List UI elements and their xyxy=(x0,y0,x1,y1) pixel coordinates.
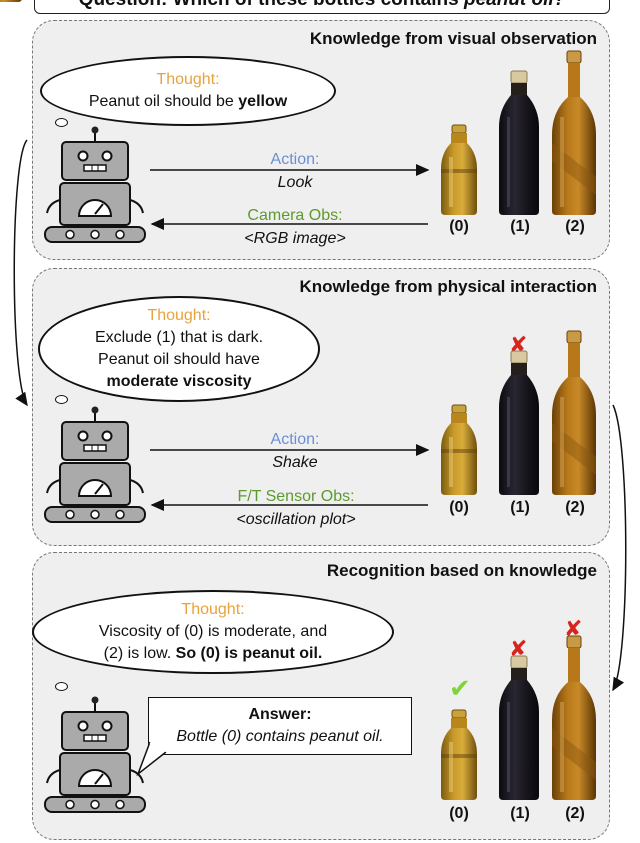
thought-bold: So (0) is peanut oil. xyxy=(175,645,323,662)
thought-dot xyxy=(55,682,68,691)
thought-dot xyxy=(55,395,68,404)
bottle-label-0: (0) xyxy=(449,218,469,235)
obs-label-1: Camera Obs: <RGB image> xyxy=(215,204,375,250)
panel-title: Knowledge from visual observation xyxy=(309,29,597,48)
question-box: Question: Which of these bottles contain… xyxy=(34,0,610,14)
action-label: Action: xyxy=(270,151,320,168)
bottle-1 xyxy=(498,655,540,801)
thought-line-1: Viscosity of (0) is moderate, and xyxy=(98,623,328,640)
answer-box: Answer: Bottle (0) contains peanut oil. xyxy=(148,697,412,755)
robot-icon xyxy=(44,405,146,523)
thought-label: Thought: xyxy=(147,307,211,324)
answer-pointer xyxy=(136,741,167,777)
side-arrow-right xyxy=(612,404,627,692)
answer-label: Answer: xyxy=(248,706,312,723)
thought-label: Thought: xyxy=(181,601,245,618)
thought-dot xyxy=(55,118,68,127)
action-value: Look xyxy=(277,174,313,191)
thought-line-1: Exclude (1) that is dark. xyxy=(94,329,264,346)
bottle-0 xyxy=(440,709,478,801)
bottle-label-2: (2) xyxy=(565,218,585,235)
action-label-1: Action: Look xyxy=(230,148,360,194)
panel-title: Knowledge from physical interaction xyxy=(299,277,597,296)
bottle-1 xyxy=(498,70,540,216)
bottle-label-1: (1) xyxy=(510,218,530,235)
robot-icon xyxy=(44,695,146,813)
thought-line-2: Peanut oil should have xyxy=(98,351,260,368)
bottle-0 xyxy=(440,124,478,216)
bottle-2 xyxy=(551,330,597,496)
bottle-1 xyxy=(498,350,540,496)
action-label: Action: xyxy=(270,431,320,448)
obs-label-2: F/T Sensor Obs: <oscillation plot> xyxy=(206,485,386,531)
obs-value: <oscillation plot> xyxy=(236,511,356,528)
thought-bold: yellow xyxy=(238,93,288,110)
thought-bold: moderate viscosity xyxy=(106,373,252,390)
thought-cloud-3: Thought: Viscosity of (0) is moderate, a… xyxy=(32,590,394,674)
question-emphasis: peanut oil? xyxy=(464,0,565,10)
side-arrow-left xyxy=(13,139,28,407)
action-value: Shake xyxy=(272,454,318,471)
thought-text: Peanut oil should be xyxy=(88,93,239,110)
bottle-label-0: (0) xyxy=(449,805,469,822)
thought-cloud-1: Thought: Peanut oil should be yellow xyxy=(40,56,336,126)
obs-label: F/T Sensor Obs: xyxy=(237,488,355,505)
obs-value: <RGB image> xyxy=(244,230,346,247)
action-label-2: Action: Shake xyxy=(230,428,360,474)
check-mark-p3-b0: ✔ xyxy=(449,674,471,704)
bottle-2 xyxy=(551,50,597,216)
thought-cloud-2: Thought: Exclude (1) that is dark. Peanu… xyxy=(38,296,320,402)
robot-icon xyxy=(44,126,146,243)
bottle-label-1: (1) xyxy=(510,499,530,516)
question-text: Question: Which of these bottles contain… xyxy=(79,0,464,10)
bottle-2 xyxy=(551,635,597,801)
thought-line-2: (2) is low. xyxy=(103,645,176,662)
obs-label: Camera Obs: xyxy=(247,207,343,224)
bottle-label-0: (0) xyxy=(449,499,469,516)
bottle-label-1: (1) xyxy=(510,805,530,822)
panel-title: Recognition based on knowledge xyxy=(326,561,597,580)
answer-value: Bottle (0) contains peanut oil. xyxy=(176,728,384,745)
thought-label: Thought: xyxy=(156,71,220,88)
bottle-0 xyxy=(440,404,478,496)
bottle-label-2: (2) xyxy=(565,499,585,516)
bottle-label-2: (2) xyxy=(565,805,585,822)
